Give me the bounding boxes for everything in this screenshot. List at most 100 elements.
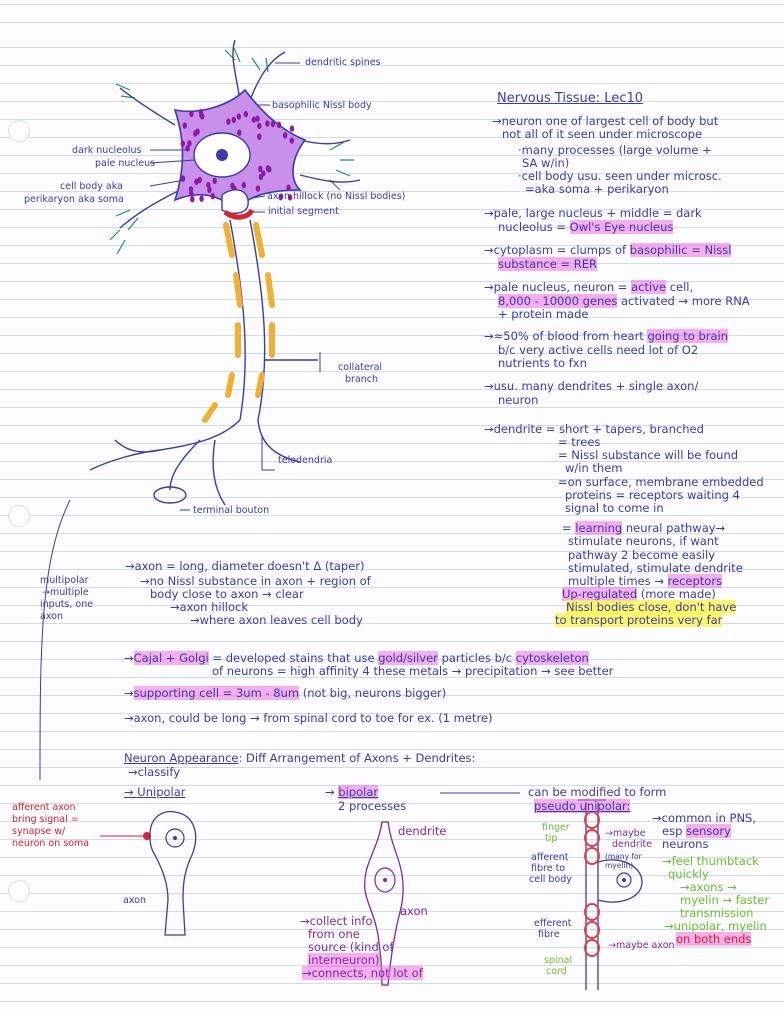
nissl-dot (241, 181, 246, 189)
type-pseudo: pseudo unipolar: (534, 799, 631, 813)
note-axon-long: →axon, could be long → from spinal cord … (124, 711, 493, 725)
type-unipolar: → Unipolar (124, 785, 186, 799)
nissl-dot (270, 120, 276, 128)
type-modified: can be modified to form (528, 785, 667, 799)
note-dendrite: w/in them (565, 461, 623, 475)
label-bipolar-dendrite: dendrite (398, 824, 447, 838)
nissl-dot (182, 122, 187, 129)
multipolar-label: →multiple (42, 587, 89, 598)
note-axon: →where axon leaves cell body (190, 613, 363, 627)
initial-segment (223, 208, 255, 220)
note-dendrite: = trees (558, 435, 601, 449)
nissl-dot (282, 132, 288, 139)
note-afferent: afferent axon (12, 802, 76, 813)
nissl-dot (236, 113, 241, 120)
label-cell-body: cell body aka (60, 181, 123, 192)
note-learning: pathway 2 become easily (568, 548, 716, 562)
label-dark-nucleolus: dark nucleolus (72, 145, 142, 156)
label-spinal-cord: spinal (544, 955, 573, 966)
nissl-dot (197, 176, 202, 184)
binder-hole (8, 880, 30, 902)
note-common: esp sensory (662, 824, 731, 838)
note-common: neurons (662, 837, 709, 851)
label-terminal-bouton: terminal bouton (193, 505, 270, 516)
label-afferent-fibre: afferent (531, 852, 569, 863)
label-telodendria: telodendria (278, 455, 333, 466)
note-axon: →no Nissl substance in axon + region of (140, 574, 371, 588)
label-maybe-dendrite: →maybe (605, 828, 646, 839)
nissl-dot (187, 140, 192, 147)
note-feel: →unipolar, myelin (664, 919, 767, 933)
nissl-dot (286, 184, 291, 191)
note-appearance: Neuron Appearance: Diff Arrangement of A… (124, 751, 476, 765)
note-dendrite: →dendrite = short + tapers, branched (484, 422, 704, 436)
nissl-dot (257, 122, 262, 130)
note-nucleus: →pale, large nucleus + middle = dark (484, 206, 702, 220)
nissl-dot (276, 121, 282, 128)
note-dendrite: signal to come in (565, 501, 664, 515)
note-afferent: synapse w/ (12, 826, 66, 837)
note-common: →common in PNS, (652, 811, 757, 825)
nissl-dot (255, 185, 261, 192)
label-perikaryon: perikaryon aka soma (24, 194, 124, 205)
note-blood: nutrients to fxn (498, 356, 587, 370)
multipolar-label: inputs, one (40, 599, 94, 610)
nissl-dot (287, 194, 293, 201)
nissl-dot (265, 165, 271, 172)
note-line: ·many processes (large volume + (518, 143, 712, 157)
note-nissl-close: Nissl bodies close, don't have (566, 600, 737, 614)
label-efferent-fibre: efferent (534, 918, 572, 929)
label-nissl-body: basophilic Nissl body (272, 100, 372, 111)
label-finger-tip: tip (545, 833, 558, 844)
nissl-dot (226, 118, 231, 125)
note-collect: →collect info (300, 914, 373, 928)
note-usu: neuron (498, 393, 539, 407)
note-cajal: of neurons = high affinity 4 these metal… (212, 664, 614, 678)
note-line: →neuron one of largest cell of body but (492, 114, 719, 128)
note-line: =aka soma + perikaryon (525, 182, 669, 196)
note-collect: from one (308, 927, 360, 941)
nissl-dot (237, 129, 242, 136)
nissl-dot (198, 108, 204, 116)
note-dendrite: = Nissl substance will be found (558, 448, 739, 462)
unipolar-cell (149, 810, 197, 936)
bipolar-cell (364, 821, 404, 986)
label-maybe-dendrite: dendrite (612, 839, 653, 850)
nissl-dot (265, 120, 270, 127)
label-axon-hillock: axon hillock (no Nissl bodies) (267, 191, 406, 202)
label-pale-nucleus: pale nucleus (95, 158, 156, 169)
note-dendrite: proteins = receptors waiting 4 (565, 488, 740, 502)
nissl-dot (257, 133, 262, 140)
note-feel: →feel thumbtack (662, 854, 759, 868)
nissl-dot (195, 128, 200, 135)
label-spinal-cord: cord (546, 966, 567, 977)
label-afferent-fibre: fibre to (531, 863, 566, 874)
type-bipolar: → bipolar (325, 785, 379, 799)
note-line: ·cell body usu. seen under microsc. (518, 169, 722, 183)
label-dendritic-spines: dendritic spines (305, 57, 381, 68)
note-blood: →≈50% of blood from heart going to brain (484, 329, 729, 343)
nissl-dot (289, 137, 294, 144)
note-nucleus: nucleolus = Owl's Eye nucleus (498, 220, 674, 234)
note-cytoplasm: →cytoplasm = clumps of basophilic = Niss… (484, 243, 732, 257)
nissl-dot (190, 196, 195, 203)
note-learning: Up-regulated (more made) (562, 587, 716, 601)
note-protein: + protein made (498, 307, 589, 321)
nissl-dot (258, 165, 263, 173)
note-afferent: neuron on soma (12, 838, 90, 849)
note-feel: on both ends (676, 932, 752, 946)
note-afferent: bring signal = (12, 814, 79, 825)
dark-nucleolus (216, 149, 228, 161)
binder-hole (8, 120, 30, 142)
pseudo-unipolar-cell (578, 799, 643, 990)
nissl-dot (194, 178, 199, 185)
note-blood: b/c very active cells need lot of O2 (498, 343, 699, 357)
note-active-cell: →pale nucleus, neuron = active cell, (484, 280, 694, 294)
nissl-dot (180, 140, 185, 147)
note-feel: myelin → faster (680, 893, 770, 907)
note-axon: →axon = long, diameter doesn't Δ (taper) (125, 559, 365, 573)
nissl-dot (289, 125, 295, 132)
note-classify: →classify (128, 765, 181, 779)
